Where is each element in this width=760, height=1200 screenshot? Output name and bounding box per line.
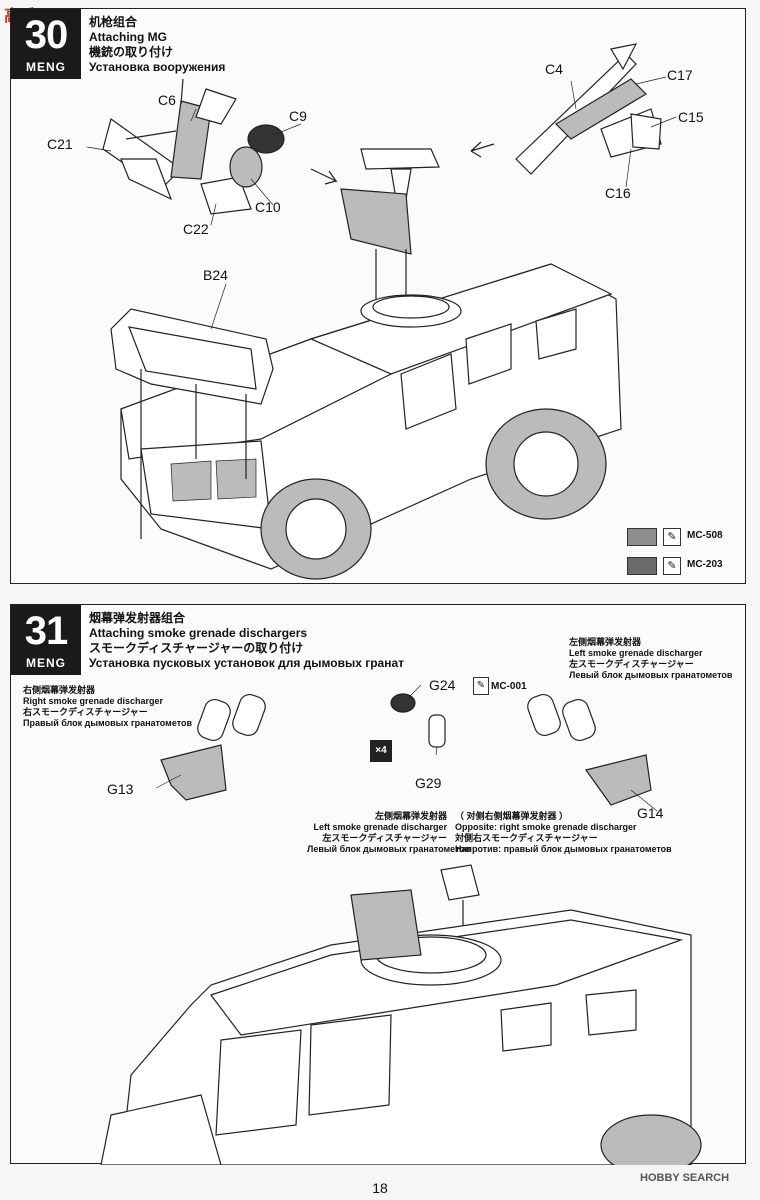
- step-31-title: 烟幕弹发射器组合 Attaching smoke grenade dischar…: [89, 611, 404, 671]
- part-label-c10: C10: [255, 199, 281, 215]
- center-left-label-ru: Левый блок дымовых гранатометов: [307, 844, 471, 854]
- right-discharger-label-ru: Правый блок дымовых гранатометов: [23, 718, 193, 728]
- step-31-number: 31: [24, 609, 69, 653]
- mg-mount-parts-drawing: [102, 78, 285, 215]
- paint-code-1: MC-508: [687, 530, 723, 541]
- part-label-c9: C9: [289, 108, 307, 124]
- part-label-g29: G29: [415, 775, 442, 791]
- vehicle-drawing-31: [100, 889, 702, 1165]
- step-31-title-ru: Установка пусковых установок для дымовых…: [89, 656, 404, 670]
- left-discharger-label-ru: Левый блок дымовых гранатометов: [569, 670, 733, 680]
- step-30-badge: 30 MENG: [11, 9, 81, 79]
- assembled-mg-drawing: [340, 148, 440, 299]
- step-30-title-cn: 机枪组合: [89, 15, 138, 29]
- left-discharger-drawing: [527, 693, 652, 806]
- part-label-c22: C22: [183, 221, 209, 237]
- part-label-g14: G14: [637, 805, 664, 821]
- step-31-badge: 31 MENG: [11, 605, 81, 675]
- part-label-b24: B24: [203, 267, 228, 283]
- left-discharger-label-cn: 左侧烟幕弹发射器: [569, 637, 642, 647]
- paint-code-2: MC-203: [687, 559, 723, 570]
- machine-gun-drawing: [515, 43, 662, 175]
- brush-icon: ✎: [473, 677, 489, 695]
- step-31-title-jp: スモークディスチャージャーの取り付け: [89, 641, 304, 655]
- right-discharger-label-cn: 右侧烟幕弹发射器: [23, 685, 96, 695]
- center-right-label-cn: （ 对侧右侧烟幕弹发射器 ）: [455, 811, 569, 821]
- paint-reference-2: ✎ MC-203: [627, 557, 747, 575]
- center-left-label: 左侧烟幕弹发射器 Left smoke grenade discharger 左…: [307, 811, 471, 855]
- step-31-drawing: [100, 684, 702, 1165]
- step-30-title-en: Attaching MG: [89, 30, 167, 44]
- center-right-label-en: Opposite: right smoke grenade discharger: [455, 822, 637, 832]
- center-right-label-ru: Напротив: правый блок дымовых гранатомет…: [455, 844, 672, 854]
- part-label-c17: C17: [667, 67, 693, 83]
- left-discharger-label-en: Left smoke grenade discharger: [569, 648, 703, 658]
- center-right-label-jp: 対側右スモークディスチャージャー: [455, 833, 598, 843]
- watermark-bottom: HOBBY SEARCH: [640, 1172, 730, 1184]
- step-31-title-cn: 烟幕弹发射器组合: [89, 611, 186, 625]
- step-31-brand: MENG: [26, 656, 66, 670]
- step-30-title-ru: Установка вооружения: [89, 60, 226, 74]
- part-label-c21: C21: [47, 136, 73, 152]
- part-label-c16: C16: [605, 185, 631, 201]
- part-label-g13: G13: [107, 781, 134, 797]
- right-discharger-label-jp: 右スモークディスチャージャー: [23, 707, 148, 717]
- step-30-title-jp: 機銃の取り付け: [89, 45, 174, 59]
- step-30-title: 机枪组合 Attaching MG 機銃の取り付け Установка воор…: [89, 15, 225, 75]
- step-30-panel: 30 MENG 机枪组合 Attaching MG 機銃の取り付け Устано…: [10, 8, 746, 584]
- brush-icon: ✎: [663, 528, 681, 546]
- bullbar-b24-drawing: [110, 308, 274, 539]
- step-31-panel: 31 MENG 烟幕弹发射器组合 Attaching smoke grenade…: [10, 604, 746, 1165]
- center-right-label: （ 对侧右侧烟幕弹发射器 ） Opposite: right smoke gre…: [455, 811, 672, 855]
- step-30-brand: MENG: [26, 60, 66, 74]
- center-left-label-en: Left smoke grenade discharger: [313, 822, 447, 832]
- step-30-number: 30: [24, 13, 69, 57]
- paint-reference-1: ✎ MC-508: [627, 528, 747, 546]
- brush-icon: ✎: [663, 557, 681, 575]
- quantity-multiplier-badge: ×4: [370, 740, 392, 762]
- center-left-label-jp: 左スモークディスチャージャー: [322, 833, 447, 843]
- part-label-c15: C15: [678, 109, 704, 125]
- part-label-c6: C6: [158, 92, 176, 108]
- step-31-title-en: Attaching smoke grenade dischargers: [89, 626, 308, 640]
- left-discharger-label: 左侧烟幕弹发射器 Left smoke grenade discharger 左…: [569, 637, 732, 681]
- right-discharger-drawing: [160, 693, 266, 801]
- right-discharger-label-en: Right smoke grenade discharger: [23, 696, 164, 706]
- center-left-label-cn: 左侧烟幕弹发射器: [374, 811, 447, 821]
- part-label-g24: G24: [429, 677, 456, 693]
- right-discharger-label: 右侧烟幕弹发射器 Right smoke grenade discharger …: [23, 685, 192, 729]
- grenade-g24-g29-drawing: [390, 693, 446, 748]
- paint-swatch-1: [627, 528, 657, 546]
- step-30-drawing: [86, 43, 677, 580]
- part-label-c4: C4: [545, 61, 563, 77]
- left-discharger-label-jp: 左スモークディスチャージャー: [569, 659, 694, 669]
- paint-code-mc001: MC-001: [491, 681, 527, 692]
- page-number: 18: [372, 1180, 388, 1196]
- paint-swatch-2: [627, 557, 657, 575]
